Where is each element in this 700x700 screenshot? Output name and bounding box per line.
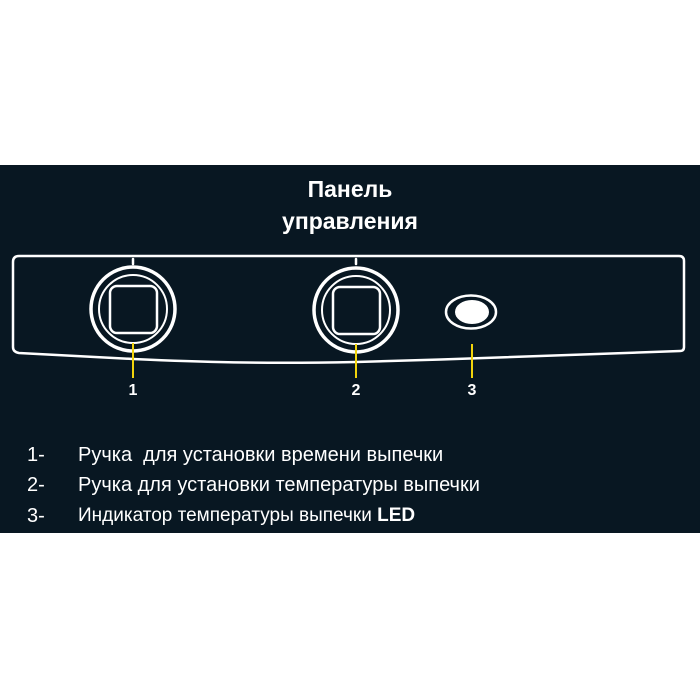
- time-knob-icon: [89, 257, 177, 353]
- led-label: LED: [377, 505, 416, 526]
- legend-item-text: Ручка для установки времени выпечки: [78, 444, 444, 466]
- legend-item: 2- Ручка для установки температуры выпеч…: [0, 470, 700, 500]
- callout-label-1: 1: [128, 382, 138, 399]
- legend-item-text: Индикатор температуры выпечки LED: [78, 505, 416, 526]
- legend-item: 3- Индикатор температуры выпечки LED: [0, 501, 700, 531]
- legend-item-number: 2-: [27, 474, 45, 496]
- legend-item: 1- Ручка для установки времени выпечки: [0, 440, 700, 470]
- legend-item-text: Ручка для установки температуры выпечки: [78, 474, 480, 496]
- diagram-title-line-1: Панель: [307, 176, 393, 202]
- legend-item-number: 1-: [27, 444, 45, 466]
- diagram-title-line-2: управления: [282, 208, 418, 234]
- callout-label-2: 2: [351, 382, 361, 399]
- callout-label-3: 3: [467, 382, 477, 399]
- led-indicator-icon: [444, 294, 498, 330]
- control-panel-outline: [11, 254, 686, 365]
- legend-item-number: 3-: [27, 505, 45, 527]
- temperature-knob-icon: [312, 257, 400, 354]
